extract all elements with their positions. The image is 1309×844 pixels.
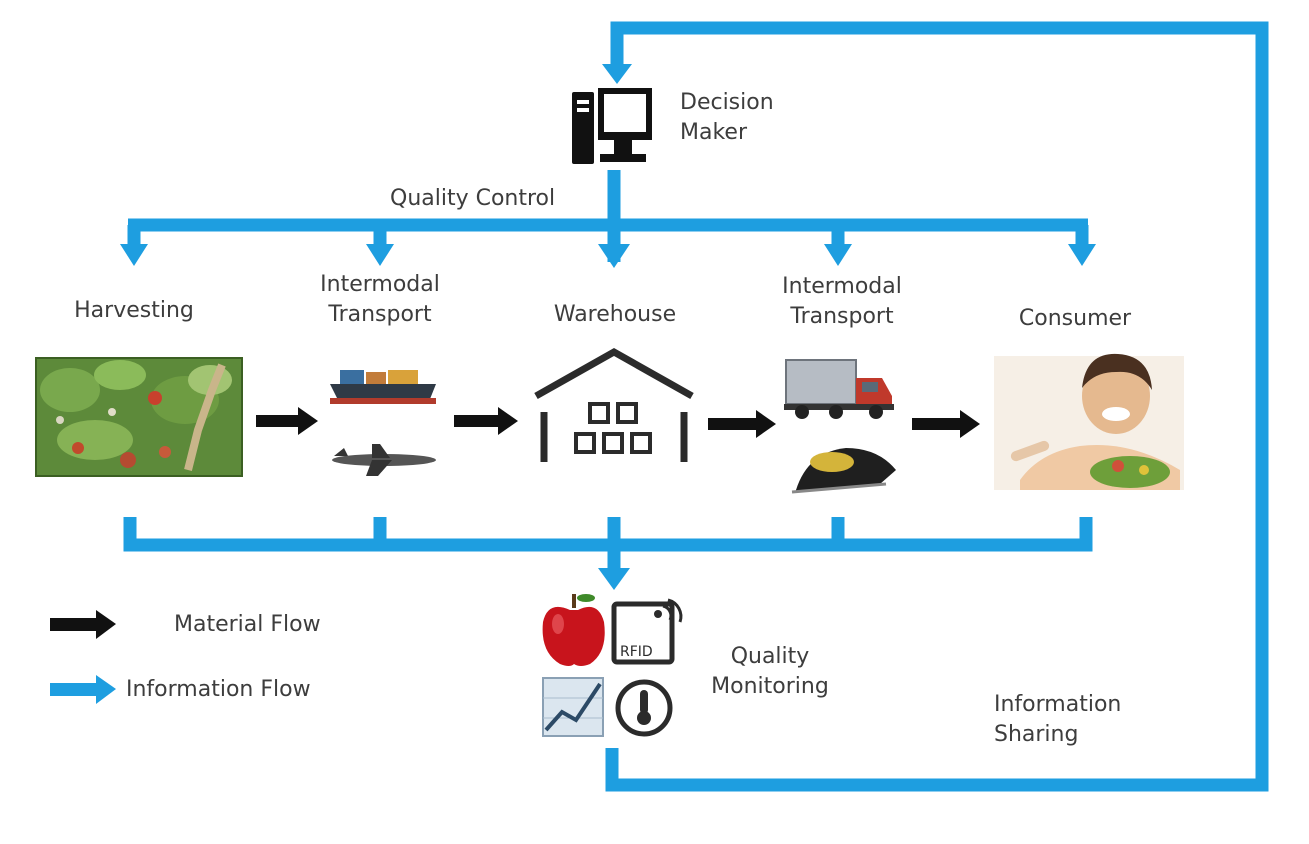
arrowhead-decision-maker xyxy=(602,64,632,84)
apple-icon xyxy=(542,594,605,666)
information-flow-lines xyxy=(123,21,1269,792)
stage-label-transport-2-line1: Intermodal xyxy=(782,274,902,299)
quality-monitoring-label-line1: Quality xyxy=(730,644,810,669)
truck-icon xyxy=(784,359,894,419)
legend xyxy=(50,610,116,704)
information-sharing-label-line2: Sharing xyxy=(994,722,1079,747)
legend-information-flow-arrow xyxy=(50,675,116,704)
arrowhead-consumer xyxy=(1068,244,1096,266)
material-flow-arrows xyxy=(256,407,980,438)
legend-information-flow-label: Information Flow xyxy=(126,677,311,702)
harvesting-image xyxy=(35,357,243,477)
arrowhead-harvesting xyxy=(120,244,148,266)
decision-maker-label-line2: Maker xyxy=(680,120,747,145)
stage-label-warehouse-line1: Warehouse xyxy=(553,302,677,327)
decision-maker-label-line1: Decision xyxy=(680,90,774,115)
stage-label-consumer-line1: Consumer xyxy=(1018,306,1132,331)
information-sharing-label: Information Sharing xyxy=(994,690,1184,750)
information-sharing-label-line1: Information xyxy=(994,692,1122,717)
legend-material-flow-label: Material Flow xyxy=(174,612,321,637)
arrowhead-quality-monitoring xyxy=(598,568,630,590)
stage-label-harvesting: Harvesting xyxy=(44,296,224,326)
train-icon xyxy=(791,448,896,494)
computer-icon xyxy=(572,88,652,164)
material-arrow-1 xyxy=(256,407,318,435)
stage-label-transport-2-line2: Transport xyxy=(790,304,894,329)
stage-label-consumer: Consumer xyxy=(990,304,1160,334)
information-flow-arrowheads xyxy=(120,64,1096,590)
arrowhead-transport-1 xyxy=(366,244,394,266)
quality-monitoring-label-line2: Monitoring xyxy=(711,674,829,699)
quality-monitoring-label: Quality Monitoring xyxy=(690,642,850,702)
stage-label-harvesting-line1: Harvesting xyxy=(74,298,194,323)
arrowhead-transport-2 xyxy=(824,244,852,266)
thermometer-icon xyxy=(615,679,673,737)
stage-label-transport-1-line2: Transport xyxy=(328,302,432,327)
quality-control-label: Quality Control xyxy=(390,186,556,211)
decision-maker-label: Decision Maker xyxy=(680,88,820,148)
material-arrow-3 xyxy=(708,410,776,438)
arrowhead-warehouse xyxy=(598,244,630,268)
information-sharing-loop xyxy=(605,21,1269,792)
material-arrow-2 xyxy=(454,407,518,435)
chart-icon xyxy=(542,677,604,737)
airplane-icon xyxy=(332,444,436,476)
stage-label-transport-1-line1: Intermodal xyxy=(320,272,440,297)
stage-label-warehouse: Warehouse xyxy=(520,300,710,330)
material-arrow-4 xyxy=(912,410,980,438)
consumer-image xyxy=(994,353,1184,490)
stage-label-transport-2: Intermodal Transport xyxy=(752,272,932,332)
ship-icon xyxy=(330,370,436,404)
legend-material-flow-arrow xyxy=(50,610,116,639)
warehouse-icon xyxy=(534,347,694,462)
stage-label-transport-1: Intermodal Transport xyxy=(290,270,470,330)
rfid-label: RFID xyxy=(620,644,653,660)
rfid-icon: RFID xyxy=(611,598,683,665)
